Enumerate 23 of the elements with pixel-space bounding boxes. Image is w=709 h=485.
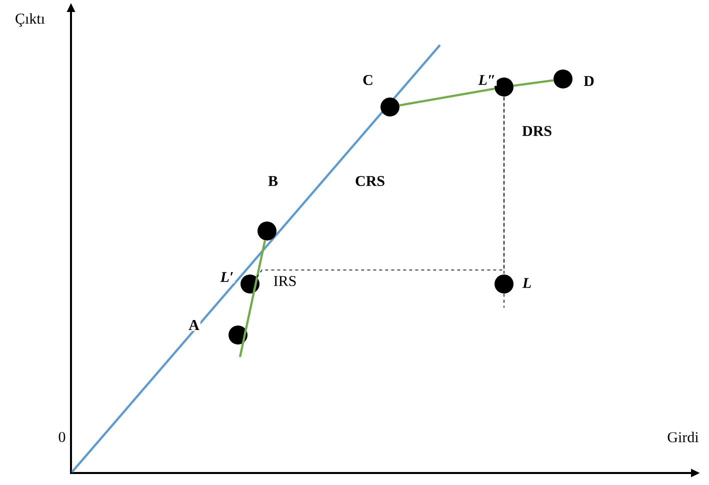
point-label: D <box>582 75 596 87</box>
point-label: L <box>521 277 533 289</box>
point-label: B <box>267 175 279 187</box>
point-dot <box>240 274 260 294</box>
line-segment <box>238 240 266 358</box>
line-segment <box>513 79 554 87</box>
line-segment <box>399 88 495 106</box>
region-label: DRS <box>522 126 552 136</box>
point-label: C <box>362 74 374 86</box>
point-dot <box>228 326 248 344</box>
point-label: L′ <box>219 271 235 283</box>
point-dot <box>494 274 514 294</box>
point-label: L″ <box>477 74 497 86</box>
point-dot <box>380 98 400 116</box>
axis-label: Çıktı <box>16 13 45 27</box>
point-dot <box>494 78 514 96</box>
axis-label: 0 <box>58 432 66 442</box>
region-label: CRS <box>356 176 384 186</box>
point-dot <box>554 70 572 88</box>
point-dot <box>258 222 276 240</box>
point-label: A <box>188 319 200 331</box>
axis-label: Girdi <box>668 432 699 442</box>
region-label: IRS <box>274 276 296 286</box>
